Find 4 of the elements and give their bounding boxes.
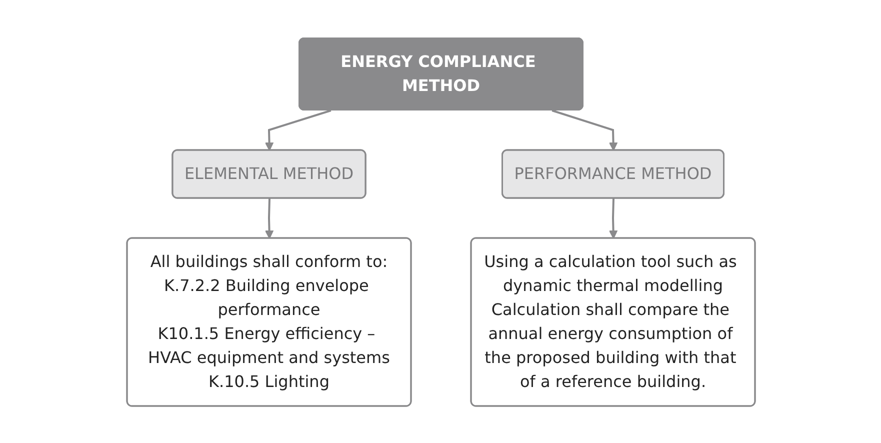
arrow — [264, 198, 274, 238]
arrow — [551, 109, 618, 150]
arrow — [608, 198, 618, 238]
arrow — [264, 109, 331, 150]
